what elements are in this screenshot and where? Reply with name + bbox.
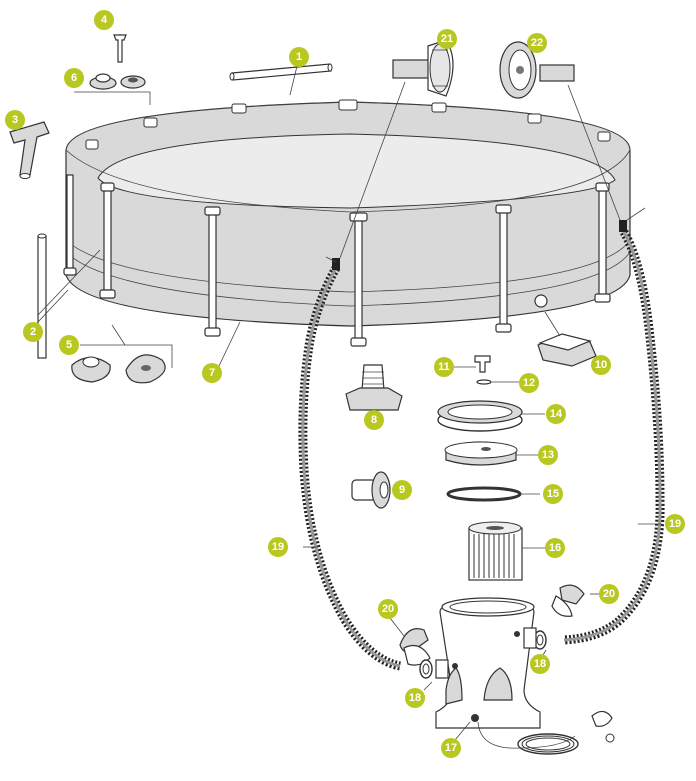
svg-text:17: 17 — [445, 742, 457, 754]
svg-text:18: 18 — [409, 692, 421, 704]
svg-text:7: 7 — [209, 367, 215, 379]
part-4-pin — [113, 34, 127, 63]
part-13-lid — [444, 441, 540, 466]
svg-text:13: 13 — [542, 449, 554, 461]
svg-text:12: 12 — [523, 377, 535, 389]
callout-19-left: 19 — [268, 537, 288, 557]
callout-5: 5 — [59, 335, 79, 355]
svg-text:8: 8 — [371, 414, 377, 426]
pool-wall — [65, 101, 631, 327]
svg-text:19: 19 — [272, 541, 284, 553]
callout-22: 22 — [527, 33, 547, 53]
part-1-top-rail — [229, 61, 333, 96]
part-10-drain-cap — [537, 311, 597, 367]
part-21-strainer — [339, 39, 454, 259]
part-15-o-ring — [446, 486, 540, 502]
svg-text:3: 3 — [12, 114, 18, 126]
part-9-plunger — [351, 471, 391, 509]
callout-2: 2 — [23, 322, 43, 342]
part-22-strainer — [499, 41, 621, 221]
svg-text:21: 21 — [441, 33, 453, 45]
part-6-caps — [74, 73, 151, 105]
svg-text:6: 6 — [71, 72, 77, 84]
callout-18-right: 18 — [530, 654, 550, 674]
callout-7: 7 — [202, 363, 222, 383]
part-8-adapter — [345, 364, 403, 411]
callout-20-right: 20 — [599, 584, 619, 604]
part-20-clamp-right — [551, 584, 585, 617]
part-19-hose-left — [298, 256, 402, 671]
leader-7 — [217, 321, 241, 369]
pool-legs — [63, 174, 611, 347]
svg-text:5: 5 — [66, 339, 72, 351]
callout-21: 21 — [437, 29, 457, 49]
part-5-leg-caps — [71, 324, 173, 384]
part-3-t-connector — [9, 121, 50, 179]
callout-11: 11 — [434, 357, 454, 377]
callout-15: 15 — [543, 484, 563, 504]
svg-text:4: 4 — [101, 14, 108, 26]
callout-18-left: 18 — [405, 688, 425, 708]
part-14-lock-ring — [437, 400, 545, 432]
callout-13: 13 — [538, 445, 558, 465]
svg-text:1: 1 — [296, 51, 302, 63]
callout-17: 17 — [441, 738, 461, 758]
callout-12: 12 — [519, 373, 539, 393]
svg-text:15: 15 — [547, 488, 559, 500]
svg-text:2: 2 — [30, 326, 36, 338]
part-19-hose-right — [563, 207, 665, 645]
part-12-o-ring — [476, 379, 492, 385]
callout-8: 8 — [364, 410, 384, 430]
callout-4: 4 — [94, 10, 114, 30]
svg-text:20: 20 — [603, 588, 615, 600]
callout-1: 1 — [289, 47, 309, 67]
part-11-screw — [474, 355, 491, 373]
part-18-fitting-left — [419, 659, 433, 679]
svg-text:22: 22 — [531, 37, 543, 49]
callout-3: 3 — [5, 110, 25, 130]
svg-text:18: 18 — [534, 658, 546, 670]
callout-20-left: 20 — [378, 599, 398, 619]
callout-16: 16 — [545, 538, 565, 558]
svg-text:19: 19 — [669, 518, 681, 530]
svg-text:14: 14 — [550, 408, 563, 420]
svg-text:11: 11 — [438, 361, 450, 373]
part-2-leg — [37, 233, 101, 359]
top-rail-joints — [85, 99, 611, 150]
svg-text:9: 9 — [399, 484, 405, 496]
svg-text:16: 16 — [549, 542, 561, 554]
part-16-filter-cartridge — [468, 521, 545, 581]
svg-text:10: 10 — [595, 359, 607, 371]
svg-text:20: 20 — [382, 603, 394, 615]
callout-19-right: 19 — [665, 514, 685, 534]
callout-9: 9 — [392, 480, 412, 500]
callout-14: 14 — [546, 404, 566, 424]
callout-6: 6 — [64, 68, 84, 88]
part-17-pump — [435, 597, 615, 755]
callout-10: 10 — [591, 355, 611, 375]
